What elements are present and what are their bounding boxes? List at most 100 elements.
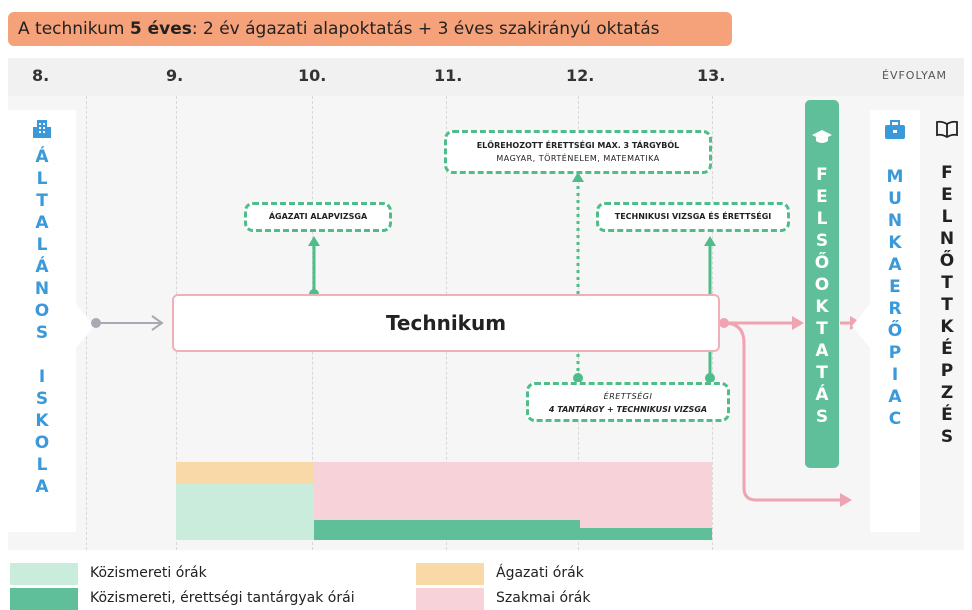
building-icon <box>33 120 51 138</box>
letter: Á <box>35 147 49 167</box>
title-suffix: : 2 év ágazati alapoktatás + 3 éves szak… <box>191 19 660 39</box>
agazati-orak-area <box>176 462 314 484</box>
letter: S <box>815 231 829 251</box>
letter: S <box>35 389 49 409</box>
legend-label: Szakmai órák <box>496 590 591 606</box>
letter: L <box>816 209 828 229</box>
letter: E <box>889 277 901 297</box>
letter: K <box>35 411 49 431</box>
letter: A <box>888 387 902 407</box>
letter: O <box>34 301 50 321</box>
year-label: 13. <box>697 66 726 85</box>
year-label: 9. <box>166 66 184 85</box>
technikusi-vizsga-box: TECHNIKUSI VIZSGA ÉS ÉRETTSÉGI <box>596 202 790 232</box>
erettsegi-detail: 4 TANTÁRGY + TECHNIKUSI VIZSGA <box>548 405 708 414</box>
eloreho-arrowhead <box>572 172 584 182</box>
letter: T <box>941 273 953 293</box>
letter: K <box>815 297 829 317</box>
erettsegi-targyak-area <box>580 528 712 540</box>
legend-swatch <box>416 588 484 610</box>
letter: K <box>940 317 954 337</box>
letter: P <box>888 343 902 363</box>
altalanos-iskola-panel: Á L T A L Á N O S I S K O L A <box>8 110 76 532</box>
felnottkepzes-label: F E L N Ő T T K É P Z É S <box>940 162 954 448</box>
letter: Ő <box>887 321 903 341</box>
letter: A <box>815 341 829 361</box>
letter: É <box>941 405 953 425</box>
letter: O <box>34 433 50 453</box>
book-icon <box>936 120 958 138</box>
legend-swatch <box>10 588 78 610</box>
letter: A <box>35 477 49 497</box>
year-label: 10. <box>298 66 327 85</box>
letter: Z <box>940 383 954 403</box>
letter: C <box>888 409 902 429</box>
munkaeropiac-notch <box>852 304 870 348</box>
eloreho-title: ELŐREHOZOTT ÉRETTSÉGI MAX. 3 TÁRGYBÓL <box>476 141 680 150</box>
letter: T <box>816 319 828 339</box>
technikusi-vizsga-label: TECHNIKUSI VIZSGA ÉS ÉRETTSÉGI <box>614 212 772 221</box>
title-prefix: A technikum <box>18 19 130 39</box>
letter: Á <box>35 257 49 277</box>
munkaeropiac-label: M U N K A E R Ő P I A C <box>887 166 904 430</box>
legend-label: Közismereti órák <box>90 565 207 581</box>
graduation-cap-icon <box>812 130 832 143</box>
legend-label: Közismereti, érettségi tantárgyak órái <box>90 590 355 606</box>
letter: L <box>941 207 953 227</box>
agazati-alapvizsga-box: ÁGAZATI ALAPVIZSGA <box>244 202 392 232</box>
legend-label: Ágazati órák <box>496 565 584 581</box>
letter: L <box>36 169 48 189</box>
year-label: 11. <box>434 66 463 85</box>
year-strip <box>8 58 964 96</box>
letter: A <box>35 213 49 233</box>
output-arrowhead-felso <box>792 316 804 330</box>
letter: N <box>939 229 955 249</box>
kozismereti-orak-area <box>176 484 314 540</box>
letter: F <box>816 165 828 185</box>
letter: L <box>36 455 48 475</box>
title-banner: A technikum 5 éves: 2 év ágazati alapokt… <box>8 12 732 46</box>
letter: S <box>815 407 829 427</box>
agazati-alapvizsga-label: ÁGAZATI ALAPVIZSGA <box>268 212 368 221</box>
letter: S <box>940 427 954 447</box>
letter: A <box>888 255 902 275</box>
agazati-arrowhead <box>308 236 320 246</box>
left-panel-arrow <box>76 304 94 348</box>
legend-swatch <box>416 563 484 585</box>
letter: E <box>941 185 953 205</box>
hours-bar <box>176 462 712 540</box>
letter: F <box>941 163 953 183</box>
letter: P <box>940 361 954 381</box>
eloreho-subjects: MAGYAR, TÖRTÉNELEM, MATEMATIKA <box>496 154 660 163</box>
title-bold: 5 éves <box>129 19 192 39</box>
letter: E <box>816 187 828 207</box>
technikum-box: Technikum <box>172 294 720 352</box>
letter: I <box>891 365 899 385</box>
letter: É <box>941 339 953 359</box>
letter: T <box>816 363 828 383</box>
year-label: 12. <box>566 66 595 85</box>
output-line-lower <box>723 321 842 502</box>
altalanos-iskola-label: Á L T A L Á N O S I S K O L A <box>35 146 49 498</box>
letter: O <box>814 275 830 295</box>
erettsegi-title: ÉRETTSÉGI <box>603 392 653 401</box>
felsooktatas-panel: F E L S Ő O K T A T Á S <box>805 100 839 468</box>
letter: Ő <box>939 251 955 271</box>
eloreho-erettsegi-box: ELŐREHOZOTT ÉRETTSÉGI MAX. 3 TÁRGYBÓL MA… <box>444 130 712 174</box>
eloreho-dot <box>573 373 583 383</box>
felsooktatas-label: F E L S Ő O K T A T Á S <box>815 164 829 428</box>
input-arrow-head <box>151 315 164 331</box>
technikusi-dot <box>705 373 715 383</box>
letter: I <box>38 367 46 387</box>
letter: T <box>36 191 48 211</box>
letter: N <box>34 279 50 299</box>
letter: Á <box>815 385 829 405</box>
letter: L <box>36 235 48 255</box>
letter: R <box>888 299 902 319</box>
year-label: 8. <box>32 66 50 85</box>
letter: Ő <box>814 253 830 273</box>
year-caption: ÉVFOLYAM <box>882 69 948 82</box>
erettsegi-targyak-area <box>314 520 580 540</box>
letter: U <box>888 189 902 209</box>
legend-swatch <box>10 563 78 585</box>
